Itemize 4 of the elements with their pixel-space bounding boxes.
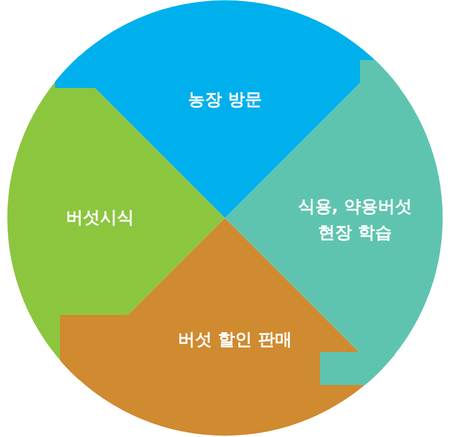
segment-label: 버섯시식 <box>66 207 134 230</box>
segment-label: 농장 방문 <box>188 89 262 112</box>
segment-label: 식용, 약용버섯 현장 학습 <box>296 196 414 245</box>
segment-label: 버섯 할인 판매 <box>178 329 292 352</box>
